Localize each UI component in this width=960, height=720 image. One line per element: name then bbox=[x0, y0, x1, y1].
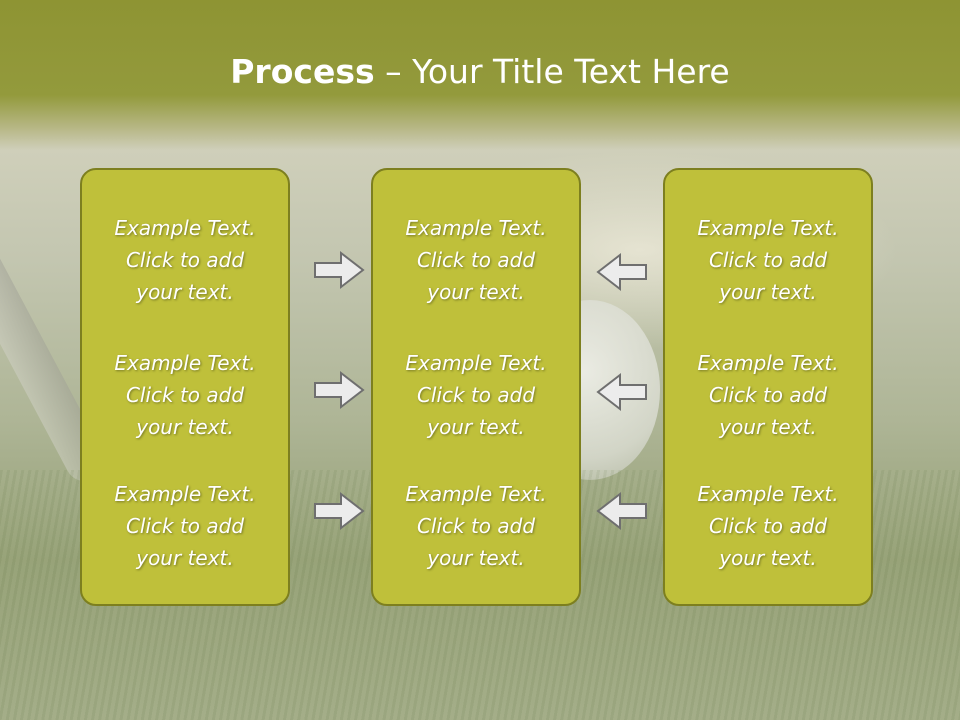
left-arrow-icon bbox=[596, 252, 647, 292]
text-line: your text. bbox=[136, 546, 234, 570]
text-line: Click to add bbox=[416, 383, 536, 407]
text-line: Click to add bbox=[416, 514, 536, 538]
text-block[interactable]: Example Text. Click to add your text. bbox=[665, 478, 871, 574]
text-block[interactable]: Example Text. Click to add your text. bbox=[82, 212, 288, 308]
text-line: Example Text. bbox=[114, 482, 256, 506]
text-block[interactable]: Example Text. Click to add your text. bbox=[373, 478, 579, 574]
text-line: your text. bbox=[719, 280, 817, 304]
text-line: Click to add bbox=[125, 383, 245, 407]
text-line: Example Text. bbox=[114, 351, 256, 375]
text-line: Example Text. bbox=[697, 216, 839, 240]
left-arrow-icon bbox=[596, 372, 647, 412]
text-line: Click to add bbox=[125, 248, 245, 272]
title-rest: – Your Title Text Here bbox=[374, 52, 730, 91]
text-line: Click to add bbox=[708, 514, 828, 538]
text-line: Example Text. bbox=[405, 351, 547, 375]
text-line: Example Text. bbox=[114, 216, 256, 240]
text-line: Example Text. bbox=[405, 482, 547, 506]
text-line: your text. bbox=[136, 415, 234, 439]
text-line: your text. bbox=[427, 280, 525, 304]
title-bold: Process bbox=[230, 52, 375, 91]
text-line: your text. bbox=[719, 415, 817, 439]
text-line: your text. bbox=[427, 546, 525, 570]
text-line: your text. bbox=[136, 280, 234, 304]
text-line: Example Text. bbox=[405, 216, 547, 240]
text-line: Example Text. bbox=[697, 482, 839, 506]
right-arrow-icon bbox=[314, 250, 365, 290]
process-box-center[interactable]: Example Text. Click to add your text. Ex… bbox=[371, 168, 581, 606]
text-block[interactable]: Example Text. Click to add your text. bbox=[665, 347, 871, 443]
text-line: Click to add bbox=[125, 514, 245, 538]
right-arrow-icon bbox=[314, 491, 365, 531]
text-block[interactable]: Example Text. Click to add your text. bbox=[373, 347, 579, 443]
text-line: Click to add bbox=[708, 248, 828, 272]
text-block[interactable]: Example Text. Click to add your text. bbox=[82, 478, 288, 574]
process-box-right[interactable]: Example Text. Click to add your text. Ex… bbox=[663, 168, 873, 606]
left-arrow-icon bbox=[596, 491, 647, 531]
text-line: your text. bbox=[719, 546, 817, 570]
text-line: Click to add bbox=[708, 383, 828, 407]
slide-title[interactable]: Process – Your Title Text Here bbox=[0, 52, 960, 91]
text-block[interactable]: Example Text. Click to add your text. bbox=[82, 347, 288, 443]
right-arrow-icon bbox=[314, 370, 365, 410]
text-block[interactable]: Example Text. Click to add your text. bbox=[373, 212, 579, 308]
text-block[interactable]: Example Text. Click to add your text. bbox=[665, 212, 871, 308]
text-line: Example Text. bbox=[697, 351, 839, 375]
text-line: Click to add bbox=[416, 248, 536, 272]
process-box-left[interactable]: Example Text. Click to add your text. Ex… bbox=[80, 168, 290, 606]
text-line: your text. bbox=[427, 415, 525, 439]
